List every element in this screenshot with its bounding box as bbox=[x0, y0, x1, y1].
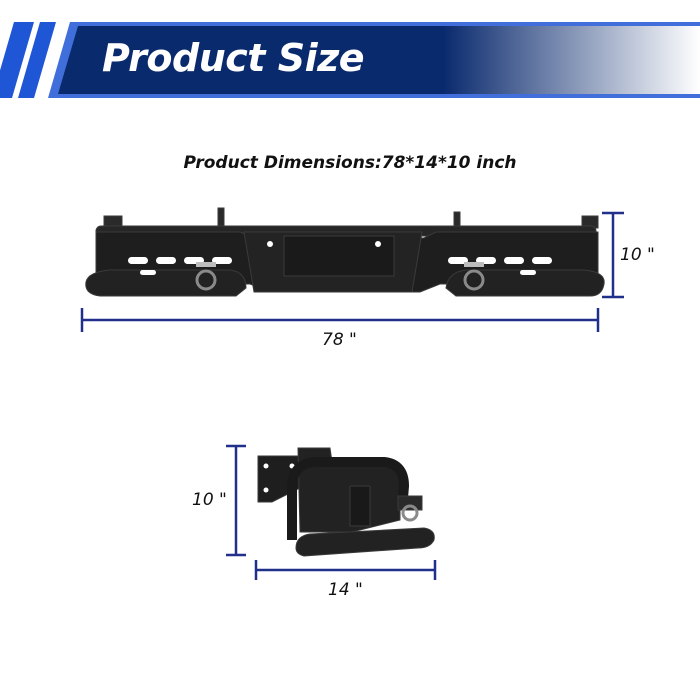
rear-width-label: 78 " bbox=[322, 330, 357, 350]
accent-slash-2 bbox=[18, 22, 56, 98]
header-banner: Product Size bbox=[0, 22, 700, 98]
rear-height-dimension-line bbox=[602, 211, 624, 299]
page-title: Product Size bbox=[102, 36, 365, 80]
side-depth-dimension-line bbox=[254, 560, 437, 580]
accent-slash-1 bbox=[0, 22, 34, 98]
rear-width-dimension-line bbox=[80, 308, 600, 332]
rear-height-label: 10 " bbox=[620, 245, 655, 265]
rear-bumper-image bbox=[85, 207, 605, 297]
side-bumper-image bbox=[257, 447, 435, 557]
product-dimensions-text: Product Dimensions:78*14*10 inch bbox=[183, 153, 517, 173]
side-height-label: 10 " bbox=[192, 490, 227, 510]
banner-band bbox=[58, 26, 700, 94]
banner-background bbox=[0, 22, 700, 98]
side-height-dimension-line bbox=[226, 444, 246, 557]
side-depth-label: 14 " bbox=[328, 580, 363, 600]
